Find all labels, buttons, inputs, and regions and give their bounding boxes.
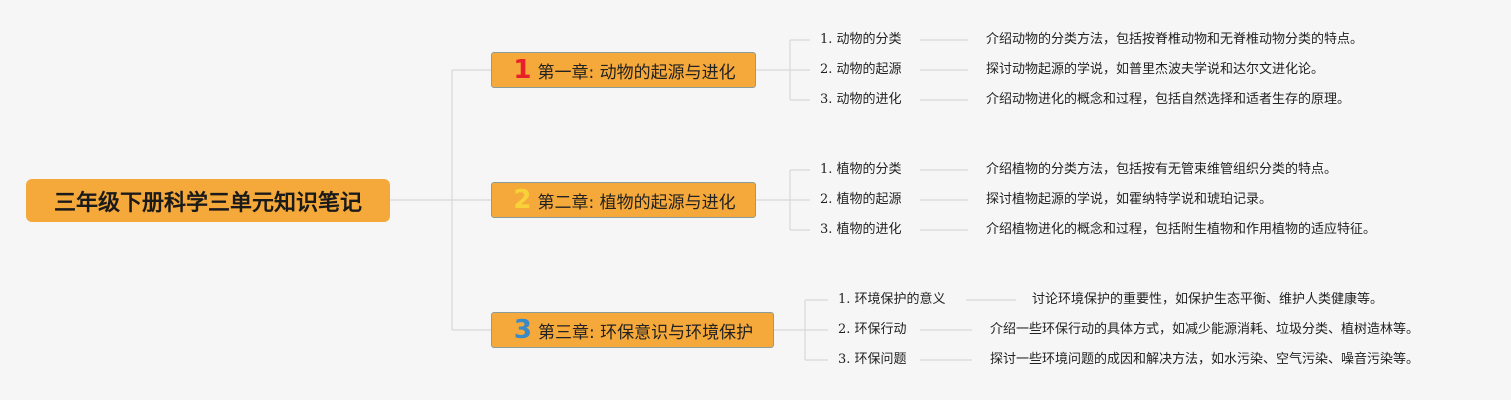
chapter-2-item-3-label[interactable]: 3. 植物的进化 [820,222,902,237]
chapter-1-item-1-desc: 介绍动物的分类方法，包括按脊椎动物和无脊椎动物分类的特点。 [986,32,1364,47]
chapter-2-item-3-desc: 介绍植物进化的概念和过程，包括附生植物和作用植物的适应特征。 [986,222,1377,237]
chapter-3-item-1-desc: 讨论环境保护的重要性，如保护生态平衡、维护人类健康等。 [1032,292,1384,307]
chapter-1-title: 第一章: 动物的起源与进化 [537,62,736,83]
chapter-3-item-1-label[interactable]: 1. 环境保护的意义 [838,292,946,307]
chapter-node-2[interactable]: 2 第二章: 植物的起源与进化 [491,182,756,218]
chapter-3-item-2-desc: 介绍一些环保行动的具体方式，如减少能源消耗、垃圾分类、植树造林等。 [990,322,1420,337]
chapter-3-number-icon: 3 [513,315,532,345]
chapter-2-item-2-label[interactable]: 2. 植物的起源 [820,192,902,207]
chapter-3-item-2-label[interactable]: 2. 环保行动 [838,322,907,337]
chapter-1-item-2-desc: 探讨动物起源的学说，如普里杰波夫学说和达尔文进化论。 [986,62,1325,77]
chapter-2-number-icon: 2 [513,185,532,215]
chapter-1-item-1-label[interactable]: 1. 动物的分类 [820,32,902,47]
chapter-1-number-icon: 1 [513,55,532,85]
chapter-3-item-3-label[interactable]: 3. 环保问题 [838,352,907,367]
chapter-2-item-1-desc: 介绍植物的分类方法，包括按有无管束维管组织分类的特点。 [986,162,1338,177]
root-node[interactable]: 三年级下册科学三单元知识笔记 [26,179,390,222]
chapter-3-item-3-desc: 探讨一些环境问题的成因和解决方法，如水污染、空气污染、噪音污染等。 [990,352,1420,367]
chapter-3-title: 第三章: 环保意识与环境保护 [537,322,754,343]
root-title: 三年级下册科学三单元知识笔记 [53,190,362,216]
chapter-2-title: 第二章: 植物的起源与进化 [537,192,736,213]
chapter-2-item-1-label[interactable]: 1. 植物的分类 [820,162,902,177]
chapter-1-item-3-desc: 介绍动物进化的概念和过程，包括自然选择和适者生存的原理。 [986,92,1351,107]
chapter-1-item-2-label[interactable]: 2. 动物的起源 [820,62,902,77]
chapter-1-item-3-label[interactable]: 3. 动物的进化 [820,92,902,107]
chapter-node-3[interactable]: 3 第三章: 环保意识与环境保护 [491,312,774,348]
chapter-2-item-2-desc: 探讨植物起源的学说，如霍纳特学说和琥珀记录。 [986,192,1273,207]
chapter-node-1[interactable]: 1 第一章: 动物的起源与进化 [491,52,756,88]
